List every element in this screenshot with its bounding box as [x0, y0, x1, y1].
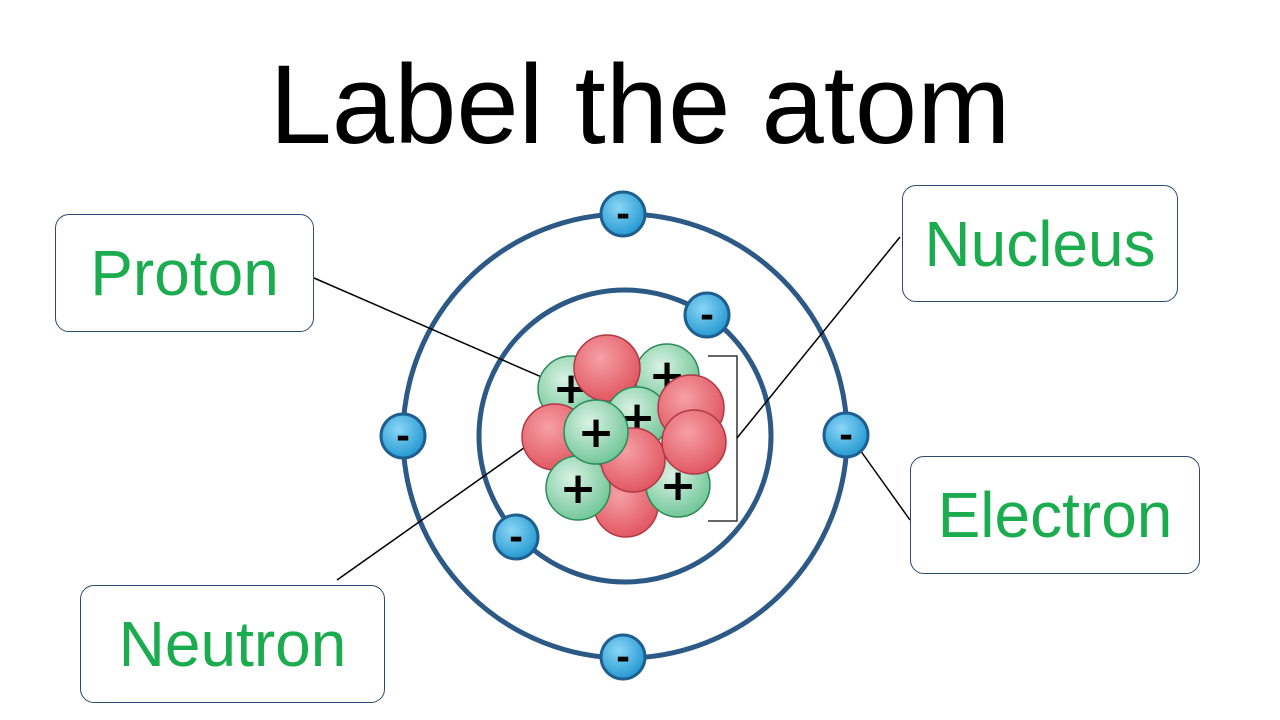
neutron-label-text: Neutron	[118, 608, 347, 680]
electron-sign: -	[396, 417, 410, 457]
electron-sign: -	[839, 416, 853, 456]
nucleus-label: Nucleus	[902, 185, 1178, 302]
neutron-particle	[661, 409, 727, 475]
electron-particle: -	[683, 291, 731, 339]
electron-particle: -	[599, 190, 647, 238]
electron-particle: -	[492, 513, 540, 561]
electron-sign: -	[700, 296, 714, 336]
proton-sign: +	[578, 407, 615, 458]
proton-sign: +	[560, 463, 597, 514]
electron-particle: -	[379, 412, 427, 460]
electron-sign: -	[616, 195, 630, 235]
proton-particle: +	[563, 399, 629, 465]
electron-sign: -	[509, 518, 523, 558]
inner-orbit	[476, 287, 774, 585]
neutron-particle	[573, 334, 641, 402]
electron-label-text: Electron	[937, 479, 1173, 551]
proton-label: Proton	[55, 214, 314, 332]
electron-leader-line	[859, 449, 911, 521]
electron-particle: -	[822, 411, 870, 459]
proton-label-text: Proton	[90, 237, 279, 309]
nucleus: + + + + +	[521, 334, 727, 538]
electron-label: Electron	[910, 456, 1200, 574]
page-title: Label the atom	[269, 42, 1011, 167]
neutron-leader-line	[336, 432, 546, 581]
nucleus-label-text: Nucleus	[924, 207, 1156, 280]
nucleus-leader-line	[736, 236, 901, 439]
electron-sign: -	[616, 638, 630, 678]
nucleus-bracket	[708, 355, 738, 522]
proton-leader-line	[313, 277, 561, 386]
proton-particle: +	[545, 455, 611, 521]
electron-particle: -	[599, 633, 647, 681]
neutron-label: Neutron	[80, 585, 385, 703]
